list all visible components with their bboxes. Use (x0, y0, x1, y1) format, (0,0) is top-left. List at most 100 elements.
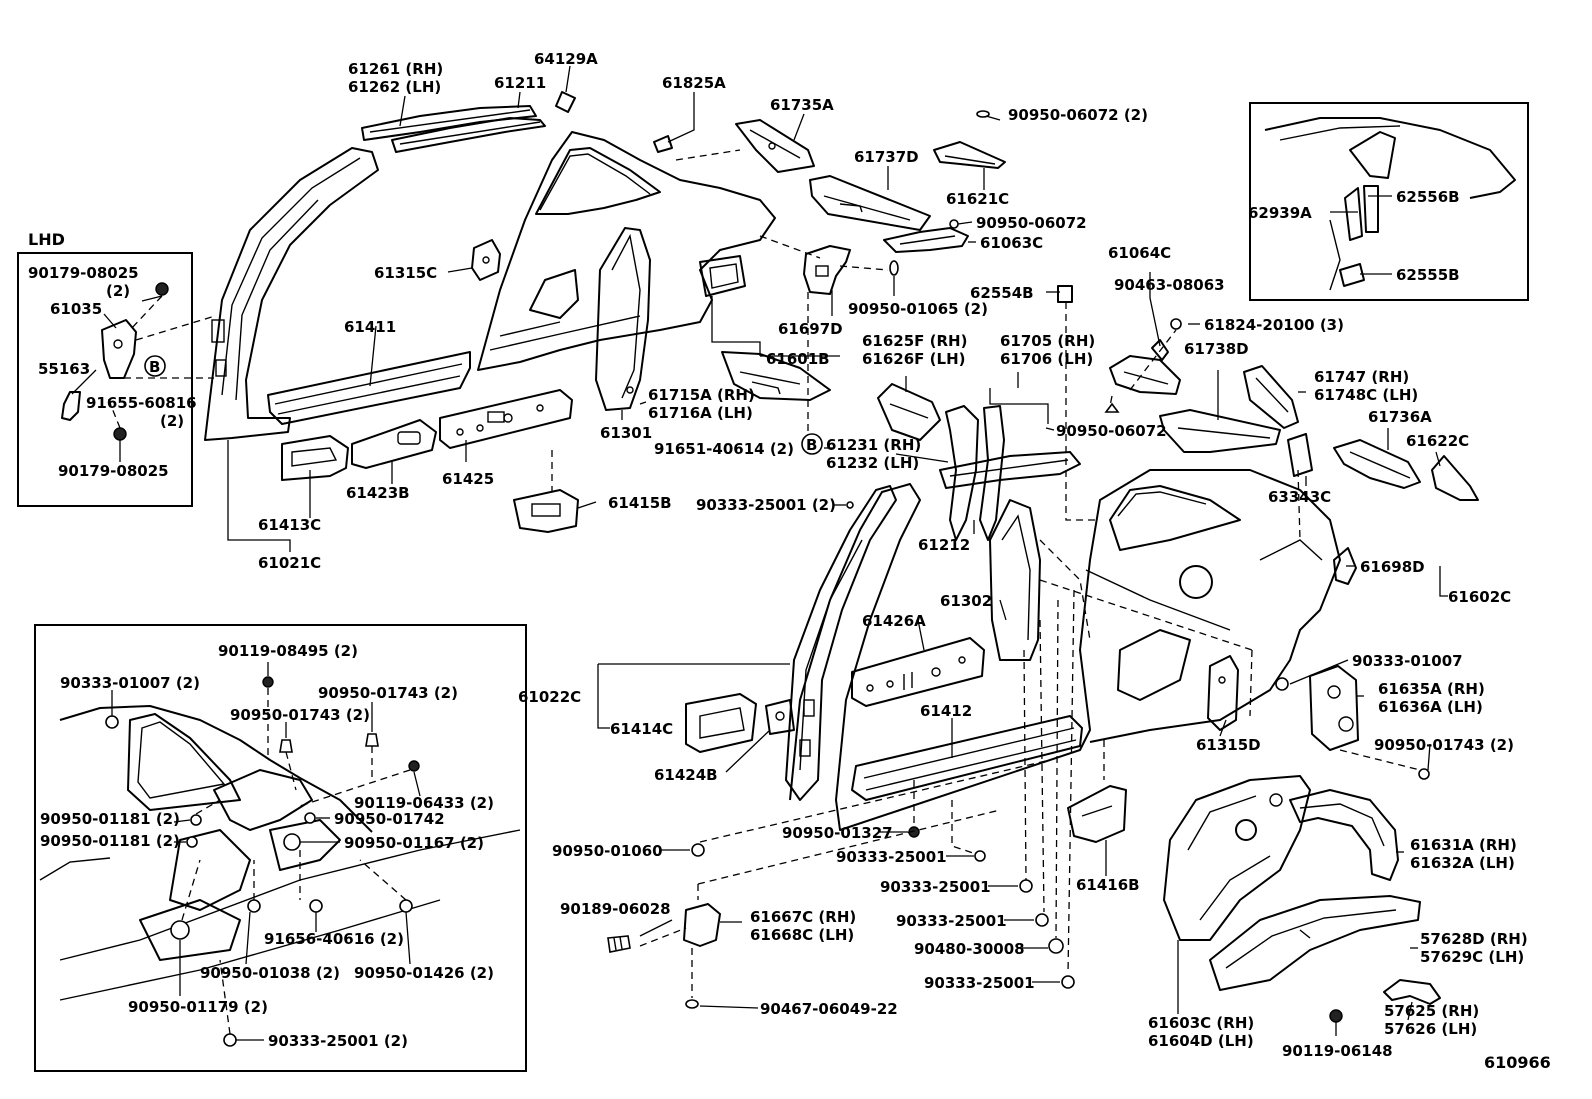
roof-inner-61211 (391, 117, 546, 153)
label-61022C: 61022C (518, 688, 581, 706)
label-90950-01060: 90950-01060 (552, 842, 663, 860)
label-90179-08025: 90179-08025 (58, 462, 169, 480)
label-61697D: 61697D (778, 320, 843, 338)
label-inset-90950-01742: 90950-01742 (334, 810, 445, 828)
label-90950-01327: 90950-01327 (782, 824, 893, 842)
panel-61625F (877, 383, 941, 441)
label-61668C: 61668C (LH) (750, 926, 854, 944)
clip-64129A (555, 91, 576, 113)
label-61715A: 61715A (RH) (648, 386, 755, 404)
pillar-reinforcement-61705 (945, 405, 1005, 541)
bracket-61064C (1109, 355, 1181, 395)
quarter-panel-outer (477, 131, 776, 371)
inset-clip-90333-25001 (223, 1033, 237, 1047)
label-90467-06049-22: 90467-06049-22 (760, 1000, 898, 1018)
extension-61735A (735, 119, 815, 173)
inset-clip-90950-01426 (399, 899, 413, 913)
labels: 61261 (RH) 61262 (LH) 61211 64129A 61825… (28, 50, 1551, 1072)
inset-clip-90950-01743-a (279, 739, 293, 753)
label-61601B: 61601B (766, 350, 830, 368)
label-90950-06072: 90950-06072 (976, 214, 1087, 232)
pad-62554B (1057, 285, 1073, 303)
assembly-dash-lines (181, 149, 1421, 1035)
label-61824-20100: 61824-20100 (3) (1204, 316, 1344, 334)
label-90333-01007: 90333-01007 (1352, 652, 1463, 670)
clip-90333-01007 (1275, 677, 1289, 691)
label-61063C: 61063C (980, 234, 1043, 252)
reinforcement-61414C (685, 693, 757, 753)
label-57628D: 57628D (RH) (1420, 930, 1528, 948)
figure-number: 610966 (1484, 1053, 1551, 1072)
label-64129A: 64129A (534, 50, 598, 68)
front-pillar-inner-61021C (204, 147, 379, 441)
bolt-90179-08025-top (155, 282, 169, 296)
label-61425: 61425 (442, 470, 494, 488)
label-inset-90950-01426: 90950-01426 (2) (354, 964, 494, 982)
panel-61415B (513, 489, 579, 533)
leader-lines (71, 65, 1448, 1041)
clip-90950-01743-r (1418, 768, 1430, 780)
callout-b-center (801, 433, 823, 455)
label-61716A: 61716A (LH) (648, 404, 753, 422)
bracket-61667C (683, 903, 721, 947)
label-61622C: 61622C (1406, 432, 1469, 450)
clip-90950-06072-b (1104, 402, 1120, 413)
label-61602C: 61602C (1448, 588, 1511, 606)
label-61413C: 61413C (258, 516, 321, 534)
label-90480-30008: 90480-30008 (914, 940, 1025, 958)
rear-panel-inset-box (34, 624, 527, 1072)
label-61735A: 61735A (770, 96, 834, 114)
panel-61736A (1333, 439, 1421, 489)
label-90333-25001-d: 90333-25001 (924, 974, 1035, 992)
label-61736A: 61736A (1368, 408, 1432, 426)
label-61231: 61231 (RH) (826, 436, 921, 454)
center-pillar-outer-61302 (989, 499, 1041, 661)
label-61411: 61411 (344, 318, 396, 336)
label-90179-08025-top: 90179-08025 (28, 264, 139, 282)
label-61301: 61301 (600, 424, 652, 442)
label-61315C: 61315C (374, 264, 437, 282)
rocker-outer-61411 (267, 351, 471, 425)
label-inset-90950-01743-b: 90950-01743 (2) (230, 706, 370, 724)
label-61261: 61261 (RH) (348, 60, 443, 78)
clip-90467-06049-22 (685, 999, 699, 1009)
label-61626F: 61626F (LH) (862, 350, 965, 368)
label-inset-91656-40616: 91656-40616 (2) (264, 930, 404, 948)
inset-bolt-90119-06433 (408, 760, 420, 772)
inset-clip-90950-01179 (170, 920, 190, 940)
quarter-window-inset (1264, 117, 1516, 291)
label-61737D: 61737D (854, 148, 919, 166)
label-61035: 61035 (50, 300, 102, 318)
roof-rail-61261 (361, 105, 537, 141)
clip-90333-25001-2 (846, 501, 854, 509)
label-90950-01743-r: 90950-01743 (2) (1374, 736, 1514, 754)
clip-90333-25001-c (1035, 913, 1049, 927)
label-61698D: 61698D (1360, 558, 1425, 576)
wheel-house-outer-61631A (1289, 789, 1399, 881)
rocker-inner-61425 (439, 389, 573, 449)
label-90333-25001-a: 90333-25001 (836, 848, 947, 866)
label-inset-90950-01743-a: 90950-01743 (2) (318, 684, 458, 702)
label-61416B: 61416B (1076, 876, 1140, 894)
label-90950-06072-b: 90950-06072 (1056, 422, 1167, 440)
bracket-55163 (61, 391, 81, 421)
clip-61824-20100 (1170, 318, 1182, 330)
callout-b-lhd (144, 355, 166, 377)
label-61632A: 61632A (LH) (1410, 854, 1515, 872)
brace-61747 (1243, 365, 1299, 429)
label-61302: 61302 (940, 592, 992, 610)
panel-61737D (809, 175, 931, 231)
clip-61622C (1431, 455, 1479, 501)
label-61825A: 61825A (662, 74, 726, 92)
label-61705: 61705 (RH) (1000, 332, 1095, 350)
inset-clip-90950-01742 (304, 812, 316, 824)
bracket-61635A (1309, 665, 1359, 751)
clip-90463-08063 (1151, 339, 1169, 361)
label-inset-90950-01179: 90950-01179 (2) (128, 998, 268, 1016)
label-61423B: 61423B (346, 484, 410, 502)
label-90179-08025-top-qty: (2) (106, 282, 130, 300)
center-pillar-inner-61301 (595, 227, 651, 411)
wheel-house-inner-61603C (1163, 775, 1311, 941)
clip-90950-01060 (691, 843, 705, 857)
label-inset-90333-25001: 90333-25001 (2) (268, 1032, 408, 1050)
